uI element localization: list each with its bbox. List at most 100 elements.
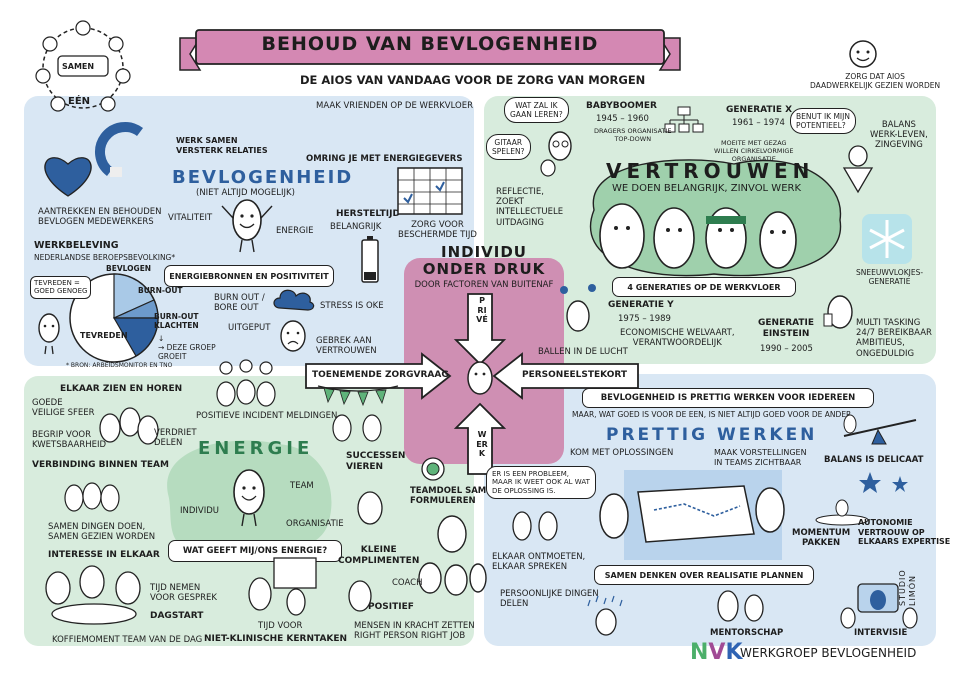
geny-years: 1975 – 1989 (618, 314, 671, 324)
snowflake-icon (862, 214, 912, 264)
gebrek-vertrouwen-label: GEBREK AAN VERTROUWEN (316, 336, 377, 357)
zien-horen-label: ELKAAR ZIEN EN HOREN (60, 384, 183, 394)
niet-klinisch-label: NIET-KLINISCHE KERNTAKEN (204, 634, 348, 644)
prettig-banner: BEVLOGENHEID IS PRETTIG WERKEN VOOR IEDE… (582, 388, 874, 408)
autonomie-label: AUTONOMIE VERTROUW OP ELKAARS EXPERTISE (858, 518, 951, 547)
studio-credit: STUDIO LIMÓN (898, 569, 917, 606)
guitar-person-icon (540, 131, 572, 177)
vertrouwen-subtitle: WE DOEN BELANGRIJK, ZINVOL WERK (612, 183, 802, 194)
pie-label-klachten: BURN-OUT KLACHTEN (154, 312, 199, 330)
bron-footnote: * BRON: ARBEIDSMONITOR EN TNO (66, 362, 173, 369)
prive-label: PRIVÉ (476, 296, 488, 325)
deze-groep-note: ↓ → DEZE GROEP GROEIT (158, 334, 216, 361)
werk-label: WERK (476, 430, 488, 459)
goede-sfeer-label: GOEDE VEILIGE SFEER (32, 398, 95, 419)
samen-people-icon (64, 482, 120, 512)
mentor-people-icon (717, 590, 764, 622)
rain-person-icon (587, 595, 623, 636)
bunting-icon (317, 385, 399, 407)
babyboomer-label: BABYBOOMER (586, 101, 657, 111)
dagstart-label: DAGSTART (150, 611, 204, 621)
complimenten-label: KLEINE COMPLIMENTEN (338, 545, 420, 566)
energie-person-icon (233, 469, 265, 527)
zorgvraag-label: TOENEMENDE ZORGVRAAG (312, 370, 449, 380)
bevlogenheid-subtitle: (NIET ALTIJD MOGELIJK) (196, 188, 295, 198)
vitaliteit-label: VITALITEIT (168, 213, 213, 223)
genx-years: 1961 – 1974 (732, 118, 785, 128)
nvk-logo-text: NVK (690, 640, 743, 665)
aantrekken-note: AANTREKKEN EN BEHOUDEN BEVLOGEN MEDEWERK… (38, 207, 162, 228)
stress-label: STRESS IS OKE (320, 301, 384, 311)
heart-icon (44, 157, 92, 197)
sad-person-icon (280, 320, 306, 352)
individu-label: INDIVIDU (180, 506, 220, 516)
coach-label: COACH (392, 578, 423, 588)
oplossingen-label: KOM MET OPLOSSINGEN (570, 448, 674, 458)
whiteboard-icon (248, 557, 317, 616)
mentorschap-label: MENTORSCHAP (710, 628, 784, 638)
nvk-logo: NVK (690, 640, 743, 665)
organisatie-label: ORGANISATIE (286, 519, 344, 529)
economische-note: ECONOMISCHE WELVAART, VERANTWOORDELIJK (620, 328, 735, 349)
verdriet-label: VERDRIET DELEN (154, 428, 197, 449)
bevlogen-person-icon (221, 199, 273, 253)
tijd-nemen-label: TIJD NEMEN VOOR GESPREK (150, 583, 217, 604)
zorg-aios-note: ZORG DAT AIOS DAADWERKELIJK GEZIEN WORDE… (810, 72, 941, 90)
beschermde-tijd-note: ZORG VOOR BESCHERMDE TIJD (398, 220, 477, 241)
battery-icon (361, 236, 379, 283)
team-label: TEAM (290, 481, 314, 491)
intervisie-icon (840, 583, 918, 629)
teamdoel-label: TEAMDOEL SAMEN FORMULEREN (410, 486, 500, 507)
title-banner (179, 29, 681, 71)
reflectie-note: REFLECTIE, ZOEKT INTELLECTUELE UITDAGING (496, 187, 564, 228)
multitasking-note: MULTI TASKING 24/7 BEREIKBAAR AMBITIEUS,… (856, 318, 932, 359)
pie-label-tevreden: TEVREDEN (80, 331, 128, 340)
positief-label: POSITIEF (368, 602, 414, 612)
target-icon (421, 457, 445, 481)
dragers-note: DRAGERS ORGANISATIE TOP-DOWN (594, 127, 672, 143)
beroepsbevolking-label: NEDERLANDSE BEROEPSBEVOLKING* (34, 253, 176, 262)
persoonlijke-label: PERSOONLIJKE DINGEN DELEN (500, 589, 599, 610)
energie-label: ENERGIE (276, 226, 314, 236)
bevlogenheid-title: BEVLOGENHEID (172, 167, 354, 188)
positieve-meldingen-label: POSITIEVE INCIDENT MELDINGEN (196, 411, 338, 421)
werkgroep-label: WERKGROEP BEVLOGENHEID (740, 646, 917, 660)
mensen-kracht-label: MENSEN IN KRACHT ZETTEN RIGHT PERSON RIG… (354, 621, 475, 642)
intervisie-label: INTERVISIE (854, 628, 908, 638)
magnet-icon (95, 122, 143, 177)
vertrouwen-title: VERTROUWEN (606, 159, 815, 183)
calendar-icon (397, 167, 463, 215)
hersteltijd-label: HERSTELTIJD (336, 209, 400, 219)
energiebronnen-banner: ENERGIEBRONNEN EN POSITIVITEIT (164, 265, 334, 287)
phone-person-icon (823, 295, 853, 329)
balans-delicaat-label: BALANS IS DELICAAT (824, 455, 924, 465)
een-label: EÉN (68, 96, 91, 107)
tevreden-genoeg-bubble: TEVREDEN = GOED GENOEG (30, 276, 92, 299)
pie-label-burnout: BURN-OUT (138, 286, 183, 295)
compliment-people-icon (357, 491, 383, 525)
individu-title: INDIVIDU ONDER DRUK (422, 243, 546, 278)
werkbeleving-label: WERKBELEVING (34, 240, 119, 251)
coffee-table-icon (45, 565, 141, 625)
positive-people-icon (348, 580, 372, 612)
benut-bubble: BENUT IK MIJN POTENTIEEL? (790, 108, 856, 134)
pie-label-bevlogen: BEVLOGEN (106, 264, 152, 273)
group-people-icon (99, 407, 159, 445)
omring-note: OMRING JE MET ENERGIEGEVERS (306, 154, 463, 164)
team-people-icon (418, 515, 487, 596)
balans-note: BALANS WERK-LEVEN, ZINGEVING (870, 120, 928, 151)
moeite-note: MOEITE MET GEZAG WILLEN CIRKELVORMIGE OR… (714, 139, 794, 163)
successen-label: SUCCESSEN VIEREN (346, 451, 406, 472)
ballen-label: BALLEN IN DE LUCHT (538, 347, 628, 357)
geny-label: GENERATIE Y (608, 300, 674, 310)
team-circle-icon (35, 20, 131, 112)
meeting-people-icon (512, 511, 558, 541)
verbinding-label: VERBINDING BINNEN TEAM (32, 460, 169, 470)
genx-label: GENERATIE X (726, 105, 793, 115)
interesse-label: INTERESSE IN ELKAAR (48, 550, 160, 560)
vrienden-note: MAAK VRIENDEN OP DE WERKVLOER (316, 101, 474, 111)
tijd-voor-label: TIJD VOOR (258, 621, 303, 631)
vier-generaties-banner: 4 GENERATIES OP DE WERKVLOER (612, 277, 796, 297)
druk-subtitle: DOOR FACTOREN VAN BUITENAF (414, 280, 554, 290)
